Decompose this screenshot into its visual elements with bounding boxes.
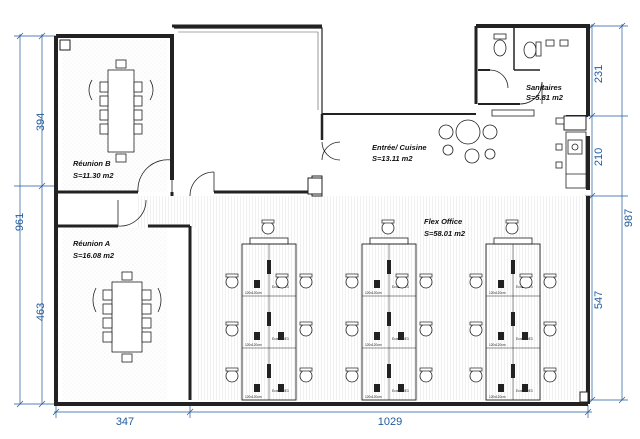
room-name-sanitaires: Sanitaires bbox=[526, 83, 562, 92]
screen-label: EcranPDE3 bbox=[272, 389, 289, 393]
kitchen-counter bbox=[555, 131, 587, 189]
room-labels: Réunion B S=11.30 m2 Réunion A S=16.08 m… bbox=[73, 83, 564, 260]
room-area-entree: S=13.11 m2 bbox=[372, 154, 413, 163]
screen-label: EcranPDE3 bbox=[272, 337, 289, 341]
desk-chair bbox=[299, 273, 313, 289]
desk-size-label: 120x120cm bbox=[365, 291, 382, 295]
dim-right-231: 231 bbox=[593, 65, 605, 83]
room-name-flex: Flex Office bbox=[424, 217, 462, 226]
dim-right-547: 547 bbox=[593, 291, 605, 309]
desk-size-label: 120x120cm bbox=[245, 395, 262, 399]
room-area-reunion-b: S=11.30 m2 bbox=[73, 171, 114, 180]
room-area-reunion-a: S=16.08 m2 bbox=[73, 251, 115, 260]
desk-chair bbox=[419, 367, 433, 383]
desk-chair bbox=[345, 367, 359, 383]
desk-chair bbox=[469, 321, 483, 337]
desk-chair bbox=[395, 273, 409, 289]
screen-label: EcranPDE3 bbox=[392, 337, 409, 341]
desk-chair bbox=[261, 219, 275, 235]
desk-size-label: 120x120cm bbox=[365, 343, 382, 347]
desk-size-label: 120x120cm bbox=[489, 343, 506, 347]
desk-chair bbox=[519, 273, 533, 289]
screen-label: EcranPDE3 bbox=[516, 389, 533, 393]
desk-chair bbox=[381, 219, 395, 235]
desk-chair bbox=[275, 273, 289, 289]
desk-chair bbox=[225, 273, 239, 289]
desk-chair bbox=[505, 219, 519, 235]
room-name-reunion-a: Réunion A bbox=[73, 239, 110, 248]
desk-chair bbox=[543, 321, 557, 337]
desk-chair bbox=[469, 367, 483, 383]
dim-left-961: 961 bbox=[14, 213, 26, 231]
desk-chair bbox=[543, 273, 557, 289]
columns bbox=[59, 39, 589, 403]
desk-chair bbox=[469, 273, 483, 289]
doors bbox=[117, 69, 543, 227]
dim-right-210: 210 bbox=[593, 148, 605, 166]
desk-chair bbox=[543, 367, 557, 383]
dimension-labels: 394 961 463 231 210 987 547 347 1029 bbox=[14, 65, 635, 428]
desk-chair bbox=[419, 273, 433, 289]
dim-left-463: 463 bbox=[35, 303, 47, 321]
meeting-table-b bbox=[88, 59, 154, 163]
screen-label: EcranPDE3 bbox=[516, 337, 533, 341]
dim-bottom-347: 347 bbox=[116, 416, 134, 428]
desk-chair bbox=[225, 367, 239, 383]
desk-group-3: EcranPDE3120x120cmEcranPDE3120x120cmEcra… bbox=[485, 237, 541, 401]
desk-size-label: 120x120cm bbox=[245, 343, 262, 347]
room-name-reunion-b: Réunion B bbox=[73, 159, 111, 168]
room-area-sanitaires: S=5.81 m2 bbox=[526, 93, 564, 102]
round-tables bbox=[438, 119, 498, 164]
desk-chair bbox=[345, 273, 359, 289]
desk-chair bbox=[299, 367, 313, 383]
desk-chair bbox=[419, 321, 433, 337]
room-area-flex: S=58.01 m2 bbox=[424, 229, 466, 238]
desk-size-label: 120x120cm bbox=[489, 395, 506, 399]
dim-left-394: 394 bbox=[35, 113, 47, 131]
dim-right-987: 987 bbox=[623, 209, 635, 227]
meeting-table-a bbox=[92, 271, 162, 363]
desk-size-label: 120x120cm bbox=[245, 291, 262, 295]
dim-bottom-1029: 1029 bbox=[378, 416, 402, 428]
desk-groups: EcranPDE3120x120cmEcranPDE3120x120cmEcra… bbox=[225, 219, 557, 401]
room-name-entree: Entrée/ Cuisine bbox=[372, 143, 427, 152]
screen-label: EcranPDE3 bbox=[392, 389, 409, 393]
desk-size-label: 120x120cm bbox=[365, 395, 382, 399]
dimension-lines bbox=[14, 22, 628, 418]
desk-chair bbox=[299, 321, 313, 337]
desk-chair bbox=[345, 321, 359, 337]
desk-group-2: EcranPDE3120x120cmEcranPDE3120x120cmEcra… bbox=[361, 237, 417, 401]
desk-chair bbox=[225, 321, 239, 337]
desk-size-label: 120x120cm bbox=[489, 291, 506, 295]
sanitaires-fixtures bbox=[491, 33, 569, 125]
